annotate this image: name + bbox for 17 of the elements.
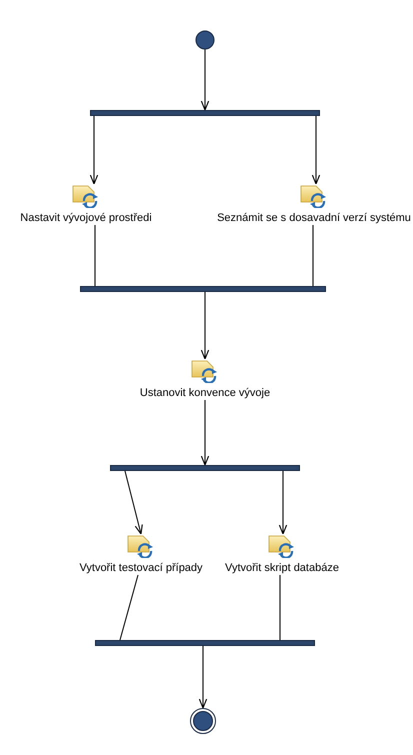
activity-label: Seznámit se s dosavadní verzí systému — [217, 211, 411, 225]
control-flow-arrow — [90, 116, 98, 185]
synchronization-bar — [110, 465, 300, 471]
control-flow-arrow — [200, 400, 210, 466]
control-flow-arrow — [278, 470, 288, 535]
synchronization-bar — [95, 640, 315, 646]
activity-label: Nastavit vývojové prostředi — [20, 211, 152, 225]
control-flow-arrow — [124, 470, 143, 535]
synchronization-bar — [90, 110, 320, 116]
activity-label: Ustanovit konvence vývoje — [140, 386, 270, 400]
control-flow-arrow — [200, 292, 210, 360]
control-flow-arrow — [312, 116, 320, 185]
activity-label: Vytvořit testovací případy — [79, 561, 203, 575]
synchronization-bar — [80, 286, 326, 292]
control-flow-arrow — [198, 646, 208, 709]
control-flow-arrow — [200, 48, 210, 111]
activity-label: Vytvořit skript databáze — [225, 561, 339, 575]
